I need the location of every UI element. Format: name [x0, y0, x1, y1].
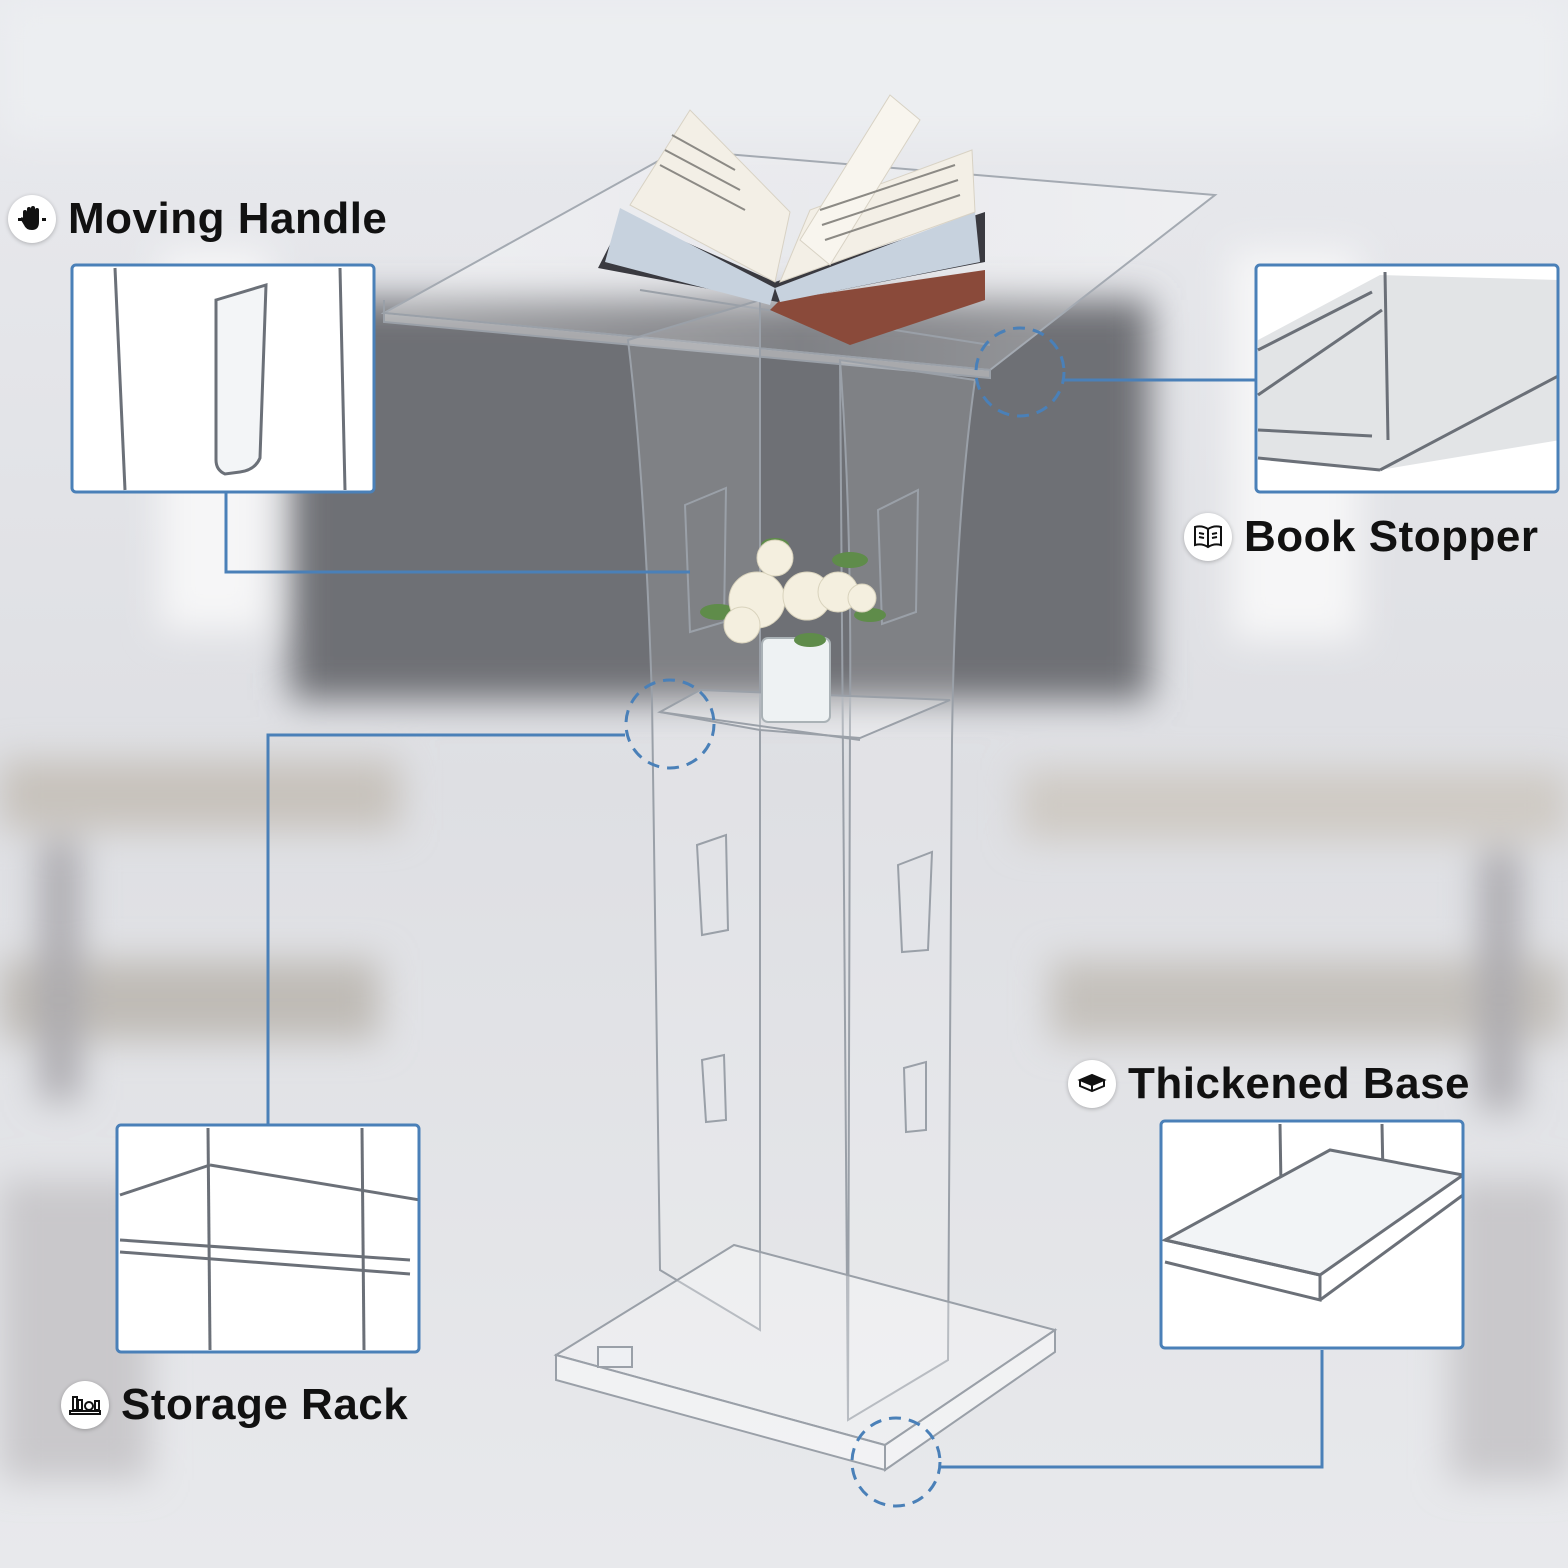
hand-icon: [8, 195, 56, 243]
shelf-books-icon: [61, 1381, 109, 1429]
callout-storage-rack-label: Storage Rack: [121, 1380, 409, 1429]
callout-book-stopper: Book Stopper: [1184, 512, 1538, 562]
callout-moving-handle: Moving Handle: [8, 194, 387, 244]
callout-storage-rack: Storage Rack: [61, 1380, 408, 1430]
storage-rack-detail-image: [115, 1123, 421, 1354]
callout-thickened-base-label: Thickened Base: [1128, 1059, 1471, 1108]
flower-vase: [700, 538, 886, 723]
open-book: [598, 94, 985, 345]
callout-book-stopper-label: Book Stopper: [1244, 512, 1539, 561]
callout-connectors: [224, 326, 1324, 1508]
callout-moving-handle-label: Moving Handle: [68, 194, 388, 243]
base-slab-icon: [1068, 1060, 1116, 1108]
thickened-base-detail-image: [1159, 1119, 1465, 1350]
callout-thickened-base: Thickened Base: [1068, 1059, 1470, 1109]
open-book-icon: [1184, 513, 1232, 561]
book-stopper-detail-image: [1254, 263, 1560, 494]
moving-handle-detail-image: [70, 263, 376, 494]
